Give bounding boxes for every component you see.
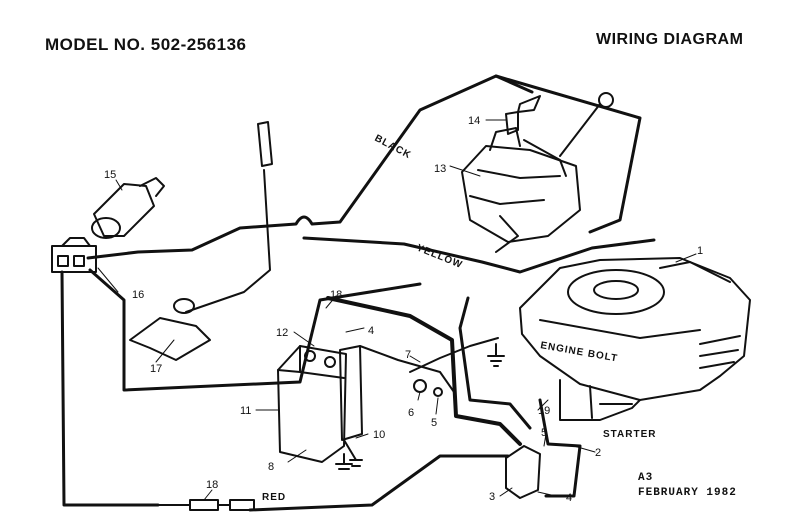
- callout-14: 14: [468, 115, 480, 127]
- label-starter: STARTER: [603, 429, 656, 440]
- ignition-switch: [91, 177, 165, 239]
- callout-3: 3: [489, 491, 495, 503]
- label-black: BLACK: [373, 133, 413, 161]
- solenoid-link: [359, 345, 455, 393]
- bolt-5: [433, 387, 443, 397]
- callout-4: 4: [566, 492, 572, 504]
- wire-loop-right: [494, 74, 642, 234]
- model-number: MODEL NO. 502-256136: [45, 35, 247, 54]
- callout-6: 6: [408, 407, 414, 419]
- callout-12: 12: [276, 327, 288, 339]
- callout-4-upper: 4: [368, 325, 374, 337]
- starter-cable: [538, 398, 582, 498]
- connector-plug: [51, 237, 97, 273]
- callout-5: 5: [541, 427, 547, 439]
- solenoid: [339, 345, 363, 467]
- ground-symbol: [487, 343, 505, 367]
- callout-2: 2: [595, 447, 601, 459]
- callout-18: 18: [330, 289, 342, 301]
- battery-cable: [326, 296, 522, 446]
- leader-lines: [97, 119, 697, 501]
- label-red: RED: [262, 492, 286, 503]
- label-engine-bolt: ENGINE BOLT: [539, 340, 618, 364]
- battery: [277, 345, 347, 463]
- callout-18-lower: 18: [206, 479, 218, 491]
- wire-7: [409, 337, 499, 373]
- callout-10: 10: [373, 429, 385, 441]
- callout-19: 19: [538, 405, 550, 417]
- ground-symbol-battery: [335, 453, 353, 470]
- connector-lower-wire: [88, 268, 422, 392]
- fuse-holder: [157, 499, 255, 511]
- diagram-title: WIRING DIAGRAM: [596, 31, 744, 48]
- seat-switch: [129, 121, 273, 361]
- footer-code: A3: [638, 472, 653, 484]
- black-wire: [86, 74, 534, 260]
- red-wire: [248, 454, 510, 512]
- terminal-14: [505, 111, 519, 135]
- callout-13: 13: [434, 163, 446, 175]
- callout-11: 11: [240, 405, 251, 417]
- callout-8: 8: [268, 461, 274, 473]
- callout-15: 15: [104, 169, 116, 181]
- switch-assembly: [461, 92, 614, 253]
- yellow-wire: [302, 236, 656, 274]
- ground-cable: [458, 296, 532, 430]
- label-yellow: YELLOW: [415, 243, 464, 271]
- left-wire-16: [60, 270, 160, 507]
- callout-17: 17: [150, 363, 162, 375]
- callout-5-lower: 5: [431, 417, 437, 429]
- starter-solenoid: [505, 445, 541, 499]
- callout-16: 16: [132, 289, 144, 301]
- footer-date: FEBRUARY 1982: [638, 487, 737, 499]
- engine: [519, 257, 751, 421]
- callout-7: 7: [405, 349, 411, 361]
- washer-6: [413, 379, 427, 393]
- callout-1: 1: [697, 245, 703, 257]
